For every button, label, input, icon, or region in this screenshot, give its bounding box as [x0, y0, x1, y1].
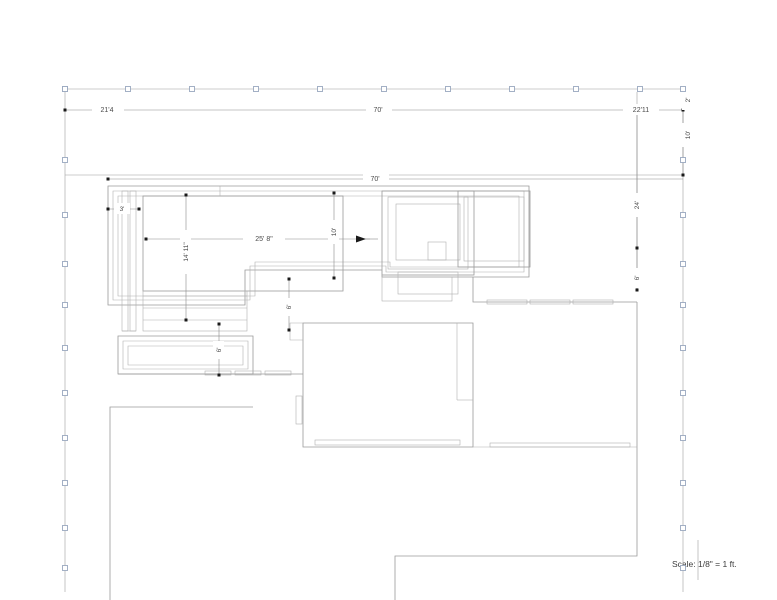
- grip-handle-left-6[interactable]: [62, 390, 68, 396]
- dimension-label-14-11: 14' 11": [183, 242, 190, 262]
- dimension-label-6ft-right-group: 6': [631, 268, 642, 288]
- grip-handle-left-4[interactable]: [62, 302, 68, 308]
- rooms-mid-small: [381, 262, 459, 302]
- dimension-label-6ft-low-group: 6': [213, 341, 224, 359]
- grip-handle-top-5[interactable]: [381, 86, 387, 92]
- extension-lines: [64, 88, 684, 592]
- grip-handle-top-6[interactable]: [445, 86, 451, 92]
- grip-handle-top-4[interactable]: [317, 86, 323, 92]
- room-right-upper: [457, 190, 531, 268]
- dimension-label-70-outer: 70': [373, 107, 382, 114]
- grip-handle-top-8[interactable]: [573, 86, 579, 92]
- dimension-label-2ft: 2': [685, 98, 692, 103]
- dimension-label-10ft-plan-group: 10': [328, 220, 339, 244]
- site-boundary: [109, 302, 638, 600]
- entry-band-lower-left: [118, 370, 303, 376]
- grip-handle-top-7[interactable]: [509, 86, 515, 92]
- grip-handle-right-4[interactable]: [680, 302, 686, 308]
- grip-handle-right-0[interactable]: [680, 86, 686, 92]
- building-outline-upper: [107, 185, 530, 306]
- dimension-label-10ft-right: 10': [685, 131, 692, 139]
- dimension-label-22-11: 22'11: [633, 107, 649, 114]
- grip-handle-right-1[interactable]: [680, 157, 686, 163]
- scale-note: Scale: 1/8" = 1 ft.: [672, 559, 737, 569]
- dimension-label-25-8-group: 25' 8": [243, 233, 285, 244]
- dimension-label-6ft-mid: 6': [286, 305, 293, 310]
- corridor-left: [121, 190, 137, 332]
- grip-handle-top-1[interactable]: [125, 86, 131, 92]
- grip-handle-left-5[interactable]: [62, 345, 68, 351]
- dimension-label-3ft: 3': [120, 206, 125, 213]
- grip-handle-right-6[interactable]: [680, 390, 686, 396]
- grip-handle-right-10[interactable]: [680, 565, 686, 571]
- block-right-lower: [472, 277, 637, 305]
- grip-handle-left-8[interactable]: [62, 480, 68, 486]
- dimension-label-22-11-group: 22'11: [623, 104, 659, 115]
- mass-central-lower: [289, 322, 474, 448]
- dimension-label-6ft-low: 6': [216, 348, 223, 353]
- grip-handle-left-0[interactable]: [62, 86, 68, 92]
- dimension-label-2ft-group: 2': [682, 90, 693, 110]
- dimension-label-3ft-group: 3': [114, 203, 130, 214]
- grip-handle-right-2[interactable]: [680, 212, 686, 218]
- dimension-chain-right: [635, 89, 685, 292]
- grip-handle-right-8[interactable]: [680, 480, 686, 486]
- dimension-label-14-11-group: 14' 11": [180, 230, 191, 274]
- grip-handle-right-9[interactable]: [680, 525, 686, 531]
- dimension-label-6ft-mid-group: 6': [283, 298, 294, 316]
- dimension-label-70-inner-group: 70': [363, 173, 389, 184]
- grip-handle-right-7[interactable]: [680, 435, 686, 441]
- dimension-label-70-inner: 70': [370, 176, 379, 183]
- dimension-label-70-outer-group: 70': [366, 104, 392, 115]
- grip-handle-left-7[interactable]: [62, 435, 68, 441]
- grip-handles-layer[interactable]: [62, 86, 686, 571]
- grip-handle-left-2[interactable]: [62, 212, 68, 218]
- dimension-label-24ft-group: 24': [631, 193, 642, 217]
- grip-handle-right-5[interactable]: [680, 345, 686, 351]
- grip-handle-top-3[interactable]: [253, 86, 259, 92]
- grip-handle-top-2[interactable]: [189, 86, 195, 92]
- grip-handle-top-9[interactable]: [637, 86, 643, 92]
- dimension-label-25-8: 25' 8": [255, 236, 273, 243]
- room-upper-left: [142, 186, 344, 332]
- dimension-70-inner: [106, 177, 683, 181]
- grip-handle-right-3[interactable]: [680, 261, 686, 267]
- dimension-label-24ft: 24': [634, 201, 641, 209]
- grip-handle-left-3[interactable]: [62, 261, 68, 267]
- dimension-label-10ft-plan: 10': [331, 228, 338, 236]
- grip-handle-left-1[interactable]: [62, 157, 68, 163]
- dimension-label-6ft-right: 6': [634, 276, 641, 281]
- grip-handle-left-10[interactable]: [62, 565, 68, 571]
- dimension-label-21-4: 21'4: [100, 107, 113, 114]
- dimension-label-21-4-group: 21'4: [92, 104, 124, 115]
- dimension-label-10ft-right-group: 10': [682, 123, 693, 147]
- grip-handle-left-9[interactable]: [62, 525, 68, 531]
- room-central-nested: [381, 190, 475, 276]
- wing-lower-left: [117, 335, 254, 375]
